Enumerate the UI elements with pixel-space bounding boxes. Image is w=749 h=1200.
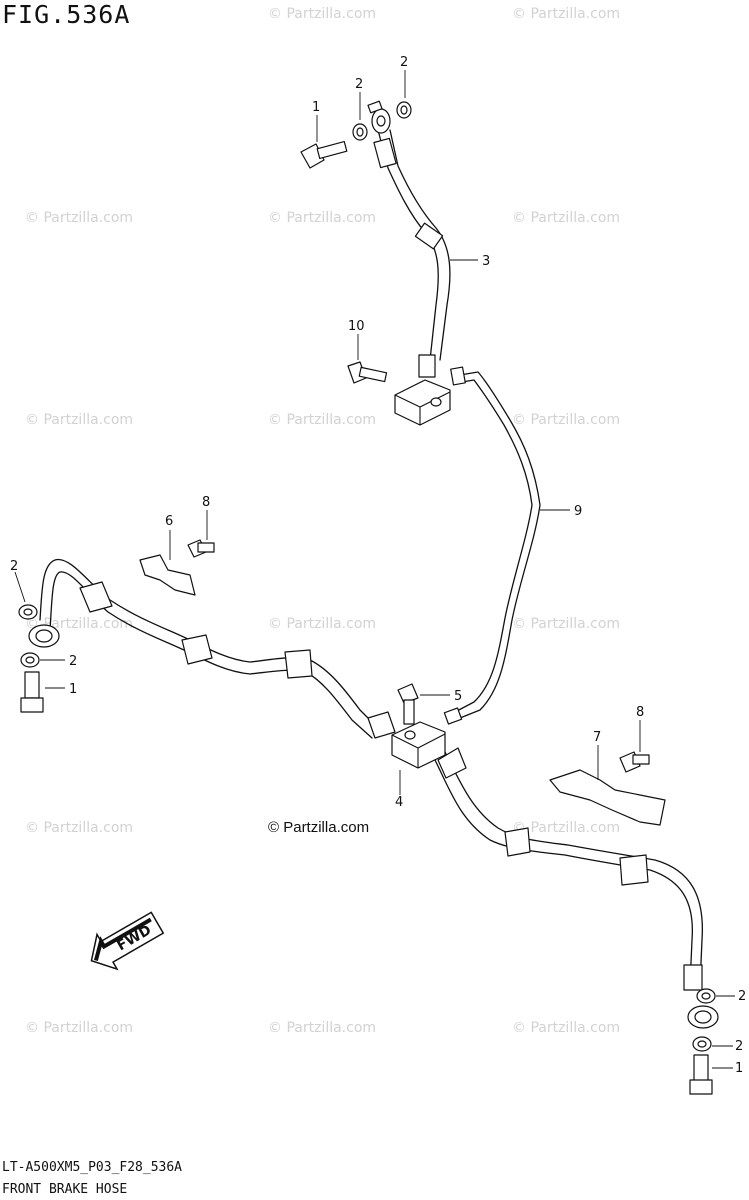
watermark: © Partzilla.com — [25, 210, 133, 226]
callout-label: 8 — [636, 705, 644, 720]
callout-label: 7 — [593, 730, 601, 745]
callout-label: 1 — [69, 682, 77, 697]
watermark: © Partzilla.com — [25, 820, 133, 836]
callout-label: 4 — [395, 795, 403, 810]
copyright-text: © Partzilla.com — [268, 819, 369, 836]
watermark: © Partzilla.com — [268, 412, 376, 428]
watermark: © Partzilla.com — [25, 412, 133, 428]
callout-label: 10 — [348, 319, 365, 334]
callout-label: 8 — [202, 495, 210, 510]
callout-label: 2 — [69, 654, 77, 669]
callout-label: 1 — [735, 1061, 743, 1076]
watermark: © Partzilla.com — [268, 6, 376, 22]
upper-brake-hose — [367, 100, 451, 426]
callout-label: 3 — [482, 254, 490, 269]
leader-lines — [14, 70, 735, 1069]
right-lower-fasteners — [689, 988, 716, 1095]
junction-block-4 — [391, 721, 446, 769]
watermark: © Partzilla.com — [512, 6, 620, 22]
top-bolt-1 — [300, 101, 412, 169]
callout-label: 2 — [10, 559, 18, 574]
callout-label: 2 — [400, 55, 408, 70]
callout-label: 5 — [454, 689, 462, 704]
figure-name: FRONT BRAKE HOSE — [2, 1182, 128, 1197]
callouts: 1 2 2 3 10 9 6 8 2 2 1 5 4 7 8 2 2 1 — [10, 55, 746, 1076]
bolt-5 — [397, 683, 419, 725]
figure-part-code: LT-A500XM5_P03_F28_536A — [2, 1160, 183, 1175]
bracket-7 — [549, 751, 666, 826]
figure-title: FIG.536A — [2, 0, 131, 29]
watermark: © Partzilla.com — [268, 616, 376, 632]
watermark: © Partzilla.com — [268, 210, 376, 226]
right-front-hose — [434, 747, 719, 1029]
callout-label: 6 — [165, 514, 173, 529]
fwd-arrow-icon: FWD — [90, 911, 165, 971]
callout-label: 2 — [738, 989, 746, 1004]
watermark: © Partzilla.com — [268, 1020, 376, 1036]
callout-label: 9 — [574, 504, 582, 519]
metal-brake-line-9 — [443, 366, 541, 725]
callout-label: 2 — [735, 1039, 743, 1054]
bolt-10 — [347, 361, 388, 384]
watermark: © Partzilla.com — [25, 1020, 133, 1036]
watermark: © Partzilla.com — [512, 210, 620, 226]
watermark: © Partzilla.com — [512, 616, 620, 632]
bracket-6 — [139, 539, 215, 596]
callout-label: 2 — [355, 77, 363, 92]
watermark: © Partzilla.com — [512, 1020, 620, 1036]
main-front-hose — [28, 558, 396, 739]
watermark: © Partzilla.com — [512, 820, 620, 836]
watermark: © Partzilla.com — [512, 412, 620, 428]
callout-label: 1 — [312, 100, 320, 115]
left-lower-fasteners — [18, 604, 44, 713]
